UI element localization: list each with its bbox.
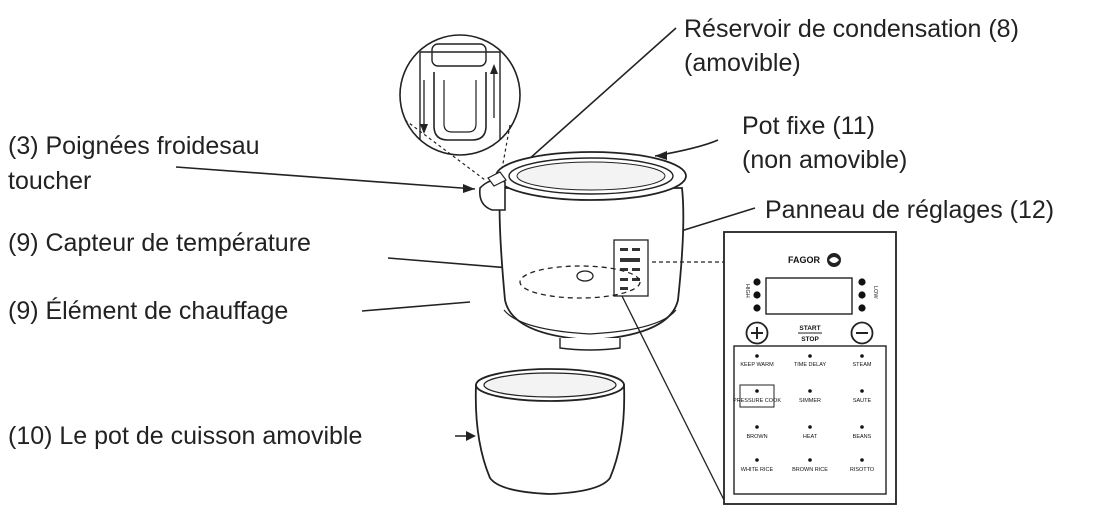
program-button-saute[interactable]: SAUTE [853, 389, 872, 404]
arrowhead-poignees [463, 184, 475, 193]
temperature-sensor [576, 270, 594, 282]
inner-pot-body [474, 384, 626, 495]
label-reservoir-line2: (amovible) [684, 49, 801, 77]
low-leds [858, 278, 866, 312]
program-button-risotto[interactable]: RISOTTO [850, 458, 875, 473]
program-buttons: KEEP WARM TIME DELAY STEAM PRESSURE COOK… [733, 354, 875, 473]
reservoir-cup-inner [443, 80, 477, 133]
control-panel-enlarged: FAGOR HIGH LOW START STO [723, 231, 897, 505]
label-poignees-line2: toucher [8, 167, 91, 195]
program-label: RISOTTO [850, 467, 875, 473]
program-button-simmer[interactable]: SIMMER [799, 389, 821, 404]
label-panneau: Panneau de réglages (12) [765, 196, 1054, 224]
arrowhead-pot-cuisson [466, 431, 476, 441]
program-label: KEEP WARM [740, 362, 774, 368]
program-label: SAUTE [853, 398, 872, 404]
program-button-heat[interactable]: HEAT [803, 425, 818, 440]
low-label: LOW [872, 286, 878, 299]
magnifier-dash-left [404, 119, 486, 181]
program-label: PRESSURE COOK [733, 398, 781, 404]
label-poignees-line1: (3) Poignées froidesau [8, 132, 260, 160]
label-element: (9) Élément de chauffage [8, 296, 288, 325]
display-screen [765, 277, 853, 315]
inner-pot [474, 368, 626, 495]
label-pot-fixe-line2: (non amovible) [742, 146, 907, 174]
label-pot-cuisson: (10) Le pot de cuisson amovible [8, 422, 362, 450]
reservoir-cup [433, 72, 487, 141]
cooker-shell [498, 187, 685, 341]
program-label: STEAM [853, 362, 872, 368]
program-button-pressure-cook[interactable]: PRESSURE COOK [733, 384, 781, 408]
label-reservoir-line1: Réservoir de condensation (8) [684, 15, 1019, 43]
magnifier-top-slot [431, 43, 487, 67]
program-button-beans[interactable]: BEANS [853, 425, 872, 440]
control-panel-button-area [733, 345, 887, 495]
label-capteur: (9) Capteur de température [8, 229, 311, 257]
high-label: HIGH [744, 284, 750, 298]
program-button-steam[interactable]: STEAM [853, 354, 872, 368]
program-label: BEANS [853, 434, 872, 440]
magnifier-frame [419, 51, 501, 140]
minus-button[interactable] [850, 321, 874, 345]
leader-element [361, 301, 471, 312]
arrow-up-icon [490, 64, 498, 74]
fagor-logo-icon [827, 253, 841, 267]
cooker-control-panel [613, 239, 649, 297]
program-button-white-rice[interactable]: WHITE RICE [741, 458, 774, 473]
plus-icon [751, 327, 763, 339]
cooker-handle [478, 179, 506, 211]
program-button-keep-warm[interactable]: KEEP WARM [740, 354, 774, 368]
magnifier-detail [399, 34, 521, 181]
pressure-cook-frame [739, 384, 775, 408]
start-label: START [799, 325, 820, 332]
program-label: BROWN RICE [792, 467, 828, 473]
cooker-opening [516, 161, 666, 191]
program-button-brown-rice[interactable]: BROWN RICE [792, 458, 828, 473]
cooker-base-band [503, 309, 677, 335]
fagor-brand-text: FAGOR [788, 255, 821, 265]
arrow-down-icon [420, 124, 428, 134]
magnifier-circle [399, 34, 521, 156]
stop-label: STOP [801, 336, 819, 343]
heating-element-outline [519, 265, 641, 299]
arrowhead-pot-fixe [655, 151, 667, 160]
high-leds [753, 278, 761, 312]
program-label: BROWN [746, 434, 767, 440]
cooker-body [478, 151, 687, 351]
condensation-reservoir [487, 171, 507, 187]
program-button-time-delay[interactable]: TIME DELAY [794, 354, 827, 368]
program-label: TIME DELAY [794, 362, 827, 368]
program-button-brown[interactable]: BROWN [746, 425, 768, 440]
leader-poignees [175, 166, 476, 190]
panel-connector-solid [621, 295, 725, 501]
plus-button[interactable] [745, 321, 769, 345]
program-label: HEAT [803, 434, 818, 440]
program-label: SIMMER [799, 398, 821, 404]
cooker-foot [559, 338, 621, 351]
cooker-panel-dots [620, 248, 640, 290]
inner-pot-opening [483, 372, 617, 398]
label-pot-fixe-line1: Pot fixe (11) [742, 112, 875, 140]
program-label: WHITE RICE [741, 467, 774, 473]
start-stop-button[interactable]: START STOP [798, 325, 822, 343]
